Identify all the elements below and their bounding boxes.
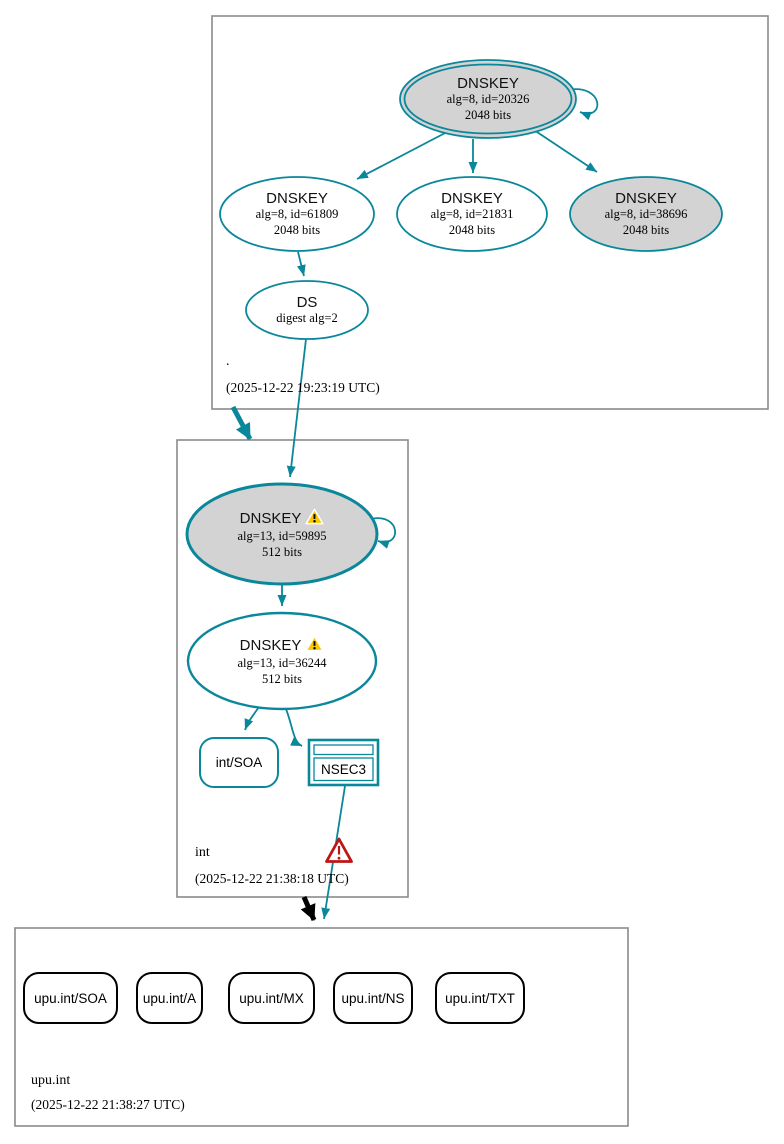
zone-box-upu-int	[14, 927, 629, 1127]
edge-int-zsk-to-nsec3	[285, 708, 303, 747]
node-root-ds[interactable]	[245, 280, 369, 340]
node-root-zsk-21831[interactable]	[396, 176, 548, 252]
edge-root-to-int-delegation	[230, 405, 253, 441]
node-root-ksk-20326[interactable]	[399, 59, 577, 139]
edge-int-to-upu-int-delegation	[300, 896, 317, 921]
node-upu-int-mx[interactable]	[228, 972, 315, 1024]
node-upu-int-a[interactable]	[136, 972, 203, 1024]
node-int-soa[interactable]	[199, 737, 279, 788]
node-root-zsk-38696[interactable]	[569, 176, 723, 252]
edge-ds-to-int-ksk	[286, 338, 307, 478]
edge-int-zsk-to-soa	[244, 706, 260, 731]
edge-root-ksk-to-zsk1	[356, 131, 448, 180]
edge-int-ksk-self-loop	[369, 517, 396, 549]
node-int-zsk-36244[interactable]	[186, 611, 378, 711]
error-icon	[325, 837, 353, 863]
edge-root-ksk-to-zsk3	[533, 129, 598, 173]
node-int-ksk-59895[interactable]	[185, 482, 379, 586]
node-int-nsec3[interactable]	[307, 738, 380, 787]
edge-zsk1-to-ds	[296, 251, 306, 277]
node-upu-int-ns[interactable]	[333, 972, 413, 1024]
node-upu-int-soa[interactable]	[23, 972, 118, 1024]
node-root-zsk-61809[interactable]	[219, 176, 375, 252]
node-root-ksk-20326-inner-ring	[403, 63, 573, 135]
node-upu-int-txt[interactable]	[435, 972, 525, 1024]
edge-root-ksk-self-loop	[566, 88, 599, 121]
